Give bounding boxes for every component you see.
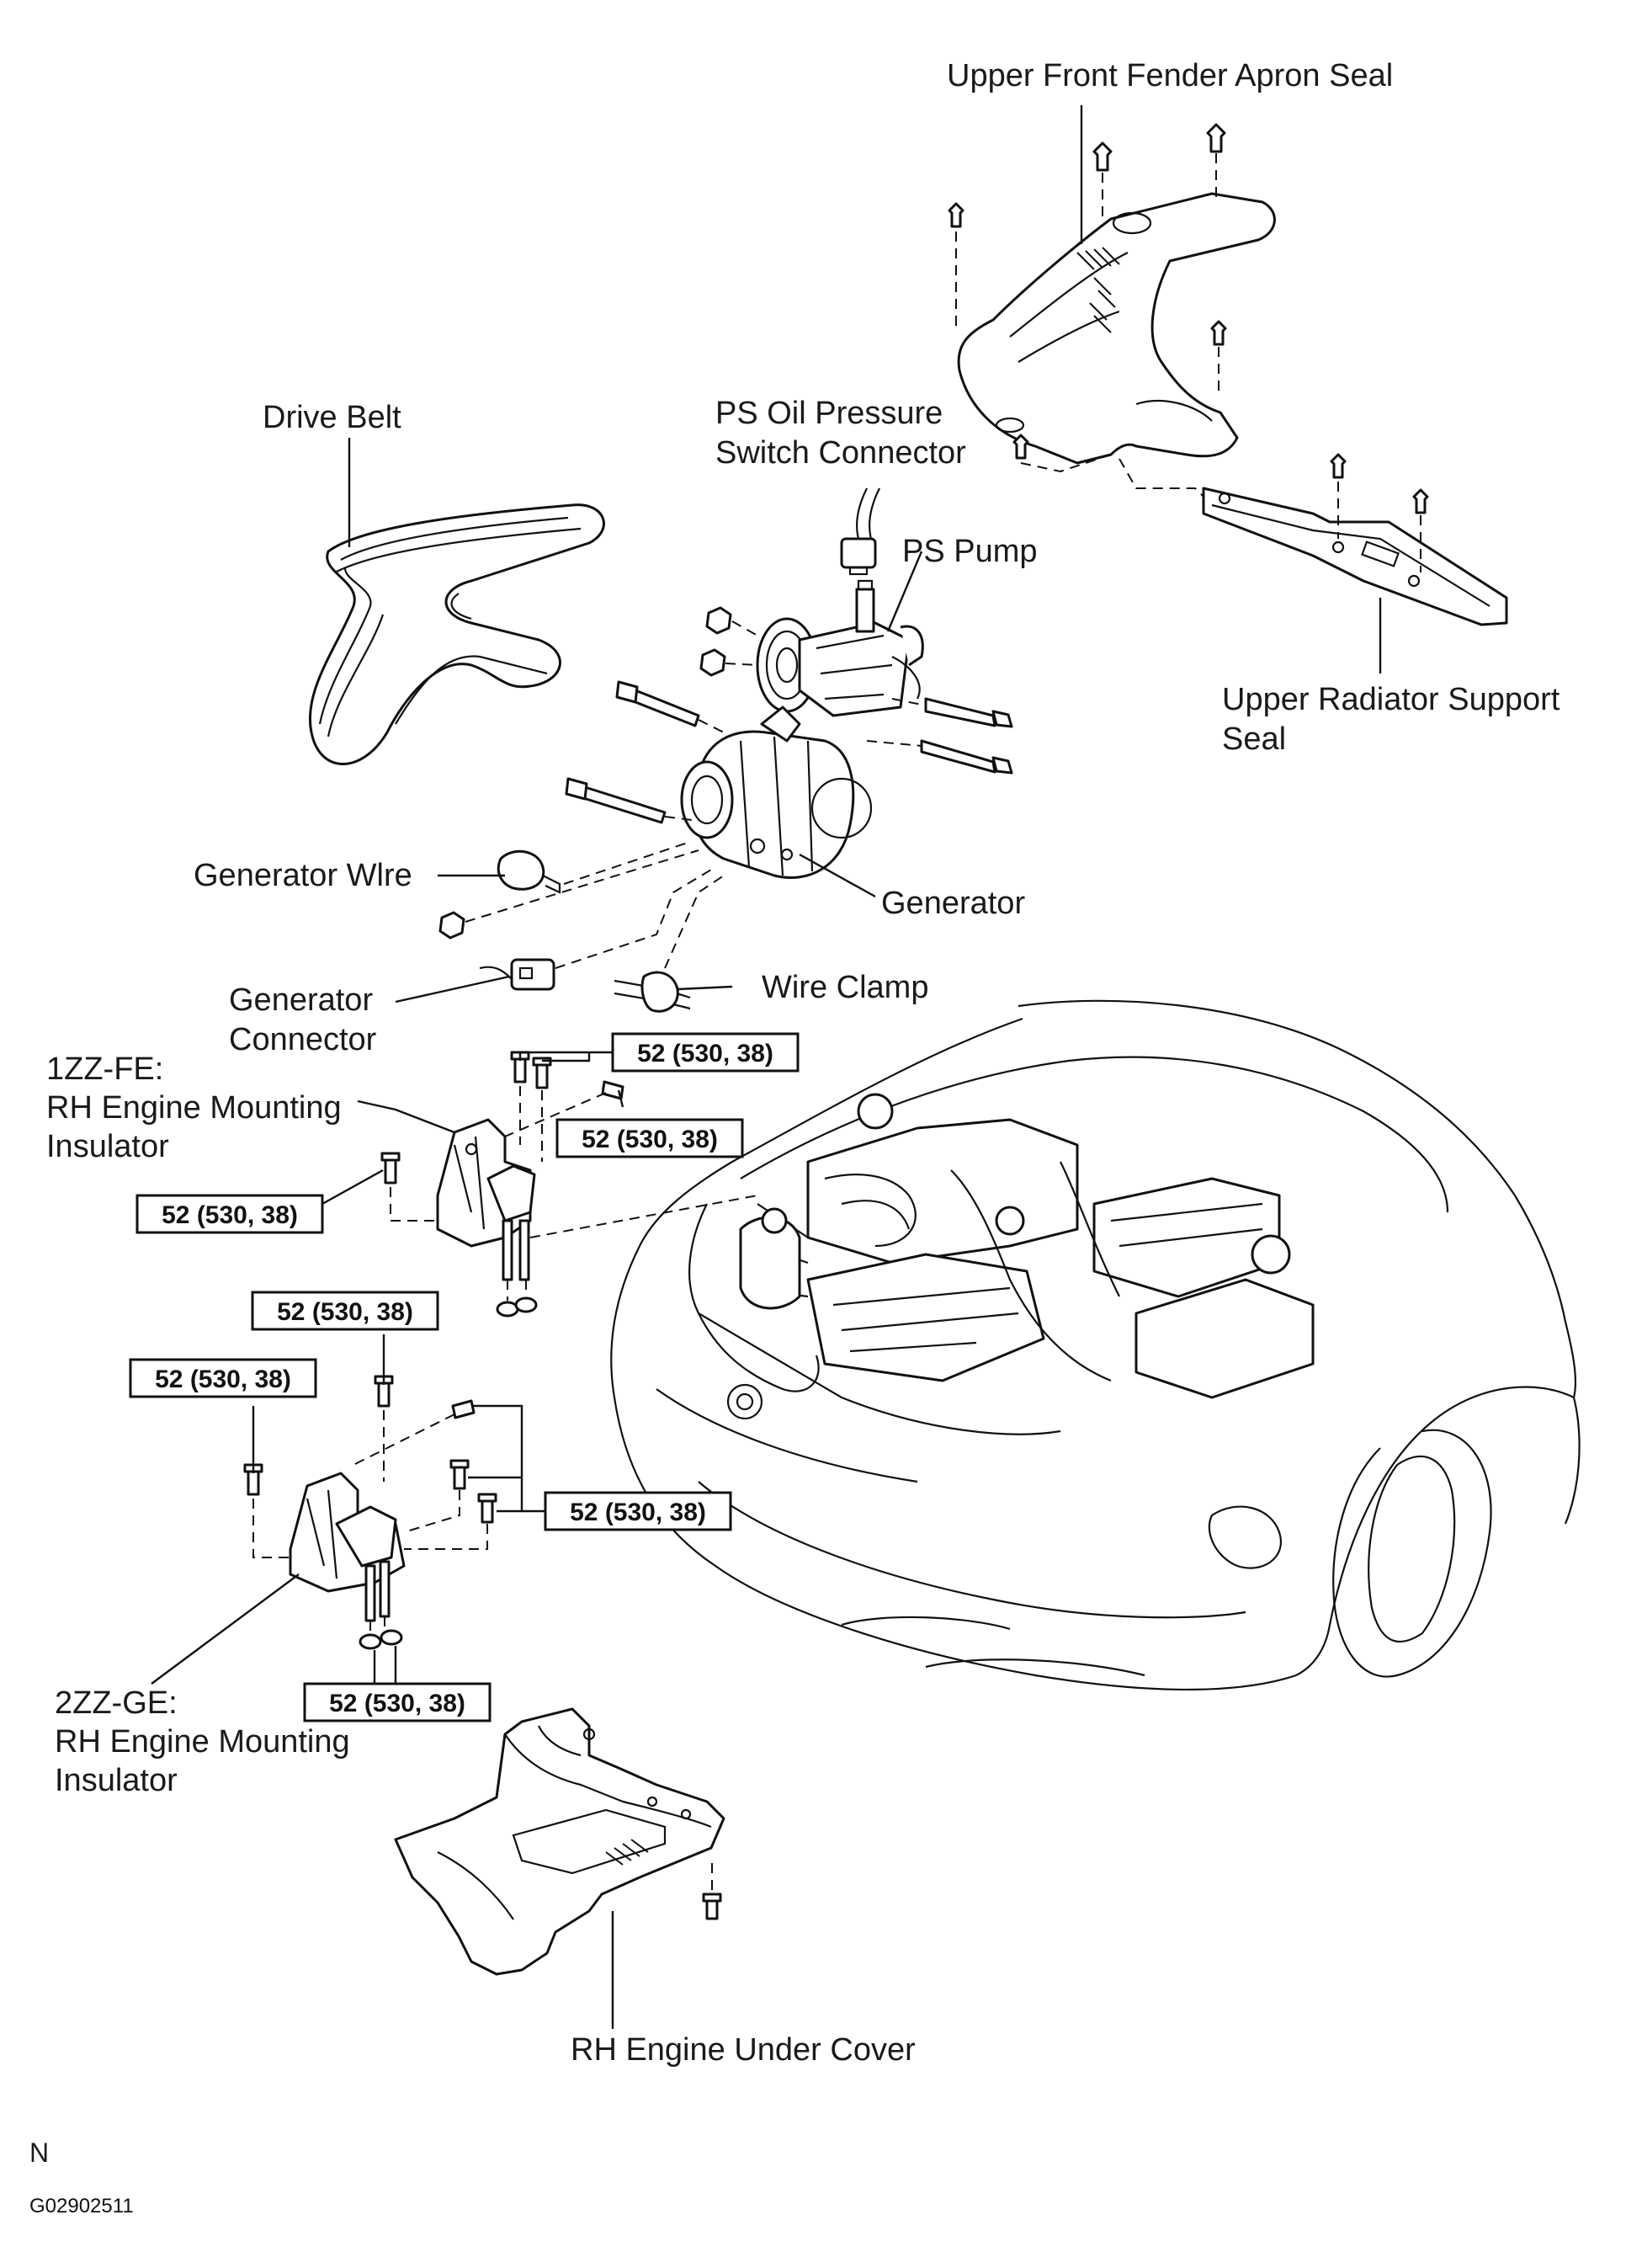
torque-box-label: 52 (530, 38) — [162, 1201, 298, 1229]
torque-box: 52 (530, 38) — [303, 1682, 492, 1722]
label-generator-connector-line1: Generator — [229, 982, 373, 1018]
torque-box: 52 (530, 38) — [555, 1118, 744, 1158]
drive-belt — [309, 503, 605, 765]
label-generator-connector-line2: Connector — [229, 1022, 377, 1057]
wire-clamp — [614, 875, 725, 1013]
label-insulator-2zz-ge-line3: Insulator — [55, 1763, 178, 1798]
label-generator-wire: Generator Wlre — [194, 858, 412, 893]
torque-box: 52 (530, 38) — [544, 1491, 732, 1531]
figure-code: G02902511 — [29, 2195, 134, 2217]
torque-box-label: 52 (530, 38) — [582, 1126, 718, 1153]
ps-oil-pressure-switch-connector — [840, 487, 880, 576]
torque-box: 52 (530, 38) — [129, 1358, 317, 1398]
car-body-outline — [610, 999, 1581, 1690]
upper-front-fender-apron-seal — [948, 123, 1276, 506]
engine-bay — [739, 1093, 1315, 1399]
label-insulator-1zz-fe-line2: RH Engine Mounting — [46, 1090, 342, 1126]
label-drive-belt: Drive Belt — [263, 400, 401, 435]
leader-lines — [151, 105, 1382, 2029]
torque-box-label: 52 (530, 38) — [329, 1690, 465, 1717]
generator-wire — [438, 841, 699, 940]
generator — [565, 680, 873, 879]
label-insulator-2zz-ge-line2: RH Engine Mounting — [55, 1724, 350, 1760]
label-ps-oil-pressure-switch-connector-line2: Switch Connector — [715, 435, 966, 471]
torque-box-label: 52 (530, 38) — [637, 1040, 773, 1067]
label-insulator-2zz-ge-line1: 2ZZ-GE: — [55, 1685, 178, 1721]
label-ps-oil-pressure-switch-connector-line1: PS Oil Pressure — [715, 396, 943, 431]
label-wire-clamp: Wire Clamp — [762, 970, 928, 1005]
upper-radiator-support-seal — [1202, 453, 1508, 626]
insulator-2zz-ge — [243, 1375, 497, 1650]
label-upper-front-fender-apron-seal: Upper Front Fender Apron Seal — [947, 58, 1393, 93]
label-upper-radiator-support-seal-line2: Seal — [1222, 721, 1286, 757]
torque-box-label: 52 (530, 38) — [277, 1298, 413, 1326]
label-insulator-1zz-fe-line3: Insulator — [46, 1129, 169, 1164]
label-insulator-1zz-fe-line1: 1ZZ-FE: — [46, 1051, 163, 1087]
rh-engine-under-cover — [394, 1707, 725, 1976]
torque-box: 52 (530, 38) — [251, 1291, 439, 1331]
label-rh-engine-under-cover: RH Engine Under Cover — [571, 2032, 916, 2068]
insulator-1zz-fe — [380, 1051, 758, 1318]
torque-box: 52 (530, 38) — [611, 1032, 800, 1073]
generator-connector — [479, 866, 716, 991]
view-marker: N — [29, 2138, 49, 2168]
torque-box: 52 (530, 38) — [136, 1194, 324, 1234]
label-ps-pump: PS Pump — [902, 534, 1038, 569]
label-generator: Generator — [881, 886, 1025, 921]
torque-box-label: 52 (530, 38) — [155, 1366, 291, 1393]
torque-box-label: 52 (530, 38) — [570, 1499, 706, 1526]
ps-pump — [699, 579, 1013, 775]
label-upper-radiator-support-seal-line1: Upper Radiator Support — [1222, 682, 1560, 717]
